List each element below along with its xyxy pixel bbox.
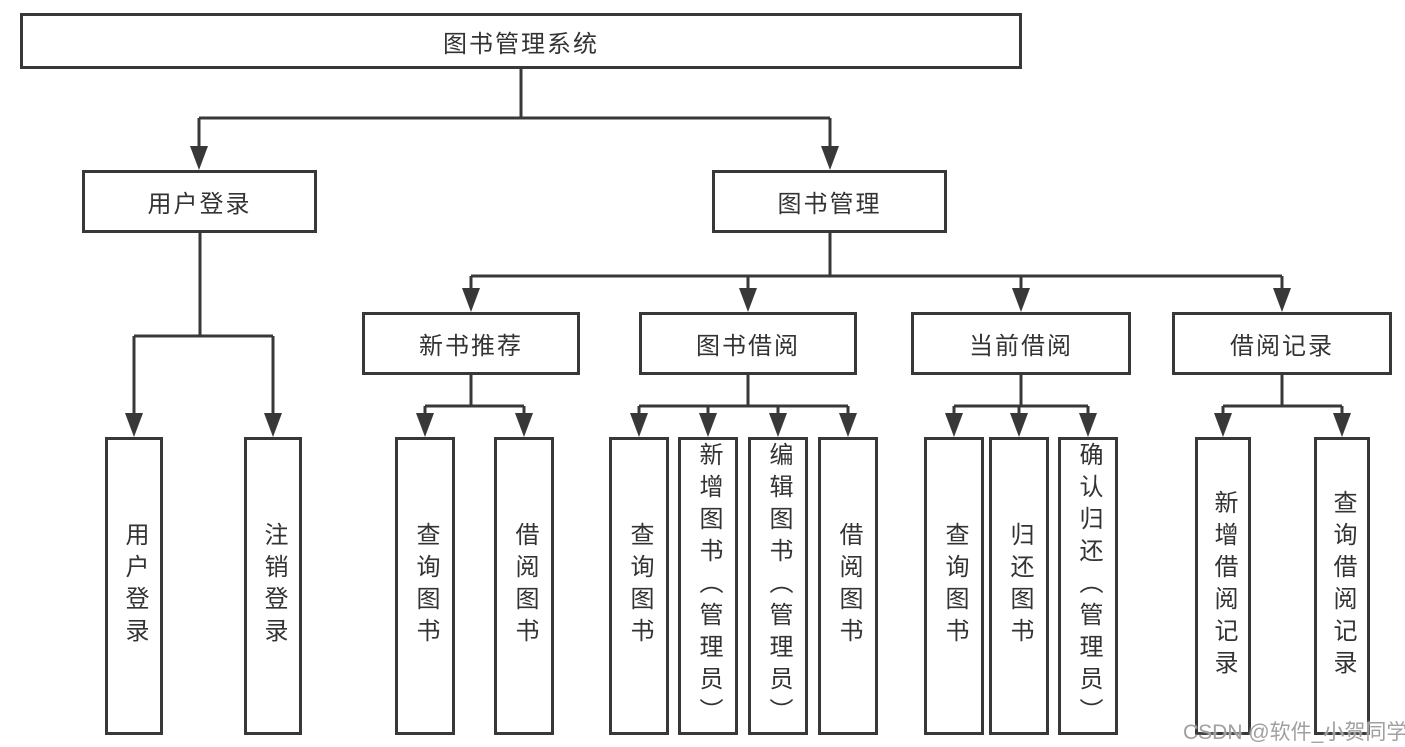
- leaf-label: 注销登录: [260, 522, 287, 650]
- node-borrow-records: 借阅记录: [1172, 312, 1392, 375]
- node-label: 图书管理系统: [443, 30, 599, 58]
- leaf-label: 归还图书: [1006, 522, 1033, 650]
- arrowheads: [125, 146, 1351, 437]
- leaf-confirm-return-admin: 确认归还（管理员）: [1058, 437, 1118, 735]
- leaf-add-borrow-record: 新增借阅记录: [1195, 437, 1251, 735]
- leaf-label: 查询图书: [941, 522, 968, 650]
- leaf-label: 借阅图书: [511, 522, 538, 650]
- leaf-label: 新增图书（管理员）: [695, 442, 722, 730]
- node-label: 当前借阅: [969, 333, 1073, 360]
- leaf-recommend-borrow-books: 借阅图书: [494, 437, 554, 735]
- leaf-recommend-query-books: 查询图书: [395, 437, 455, 735]
- node-label: 用户登录: [147, 191, 252, 218]
- node-book-management: 图书管理: [712, 170, 947, 233]
- leaf-label: 借阅图书: [835, 522, 862, 650]
- node-label: 借阅记录: [1230, 333, 1334, 360]
- leaf-label: 确认归还（管理员）: [1075, 442, 1102, 730]
- node-label: 图书管理: [777, 191, 882, 218]
- node-label: 图书借阅: [696, 333, 800, 360]
- node-label: 新书推荐: [419, 333, 523, 360]
- leaf-logout: 注销登录: [244, 437, 302, 735]
- leaf-edit-books-admin: 编辑图书（管理员）: [748, 437, 808, 735]
- leaf-label: 编辑图书（管理员）: [765, 442, 792, 730]
- leaf-label: 查询借阅记录: [1329, 490, 1356, 682]
- leaf-user-login: 用户登录: [105, 437, 163, 735]
- leaf-label: 用户登录: [121, 522, 148, 650]
- leaf-label: 新增借阅记录: [1210, 490, 1237, 682]
- leaf-borrow-books: 借阅图书: [818, 437, 878, 735]
- leaf-current-query-books: 查询图书: [924, 437, 984, 735]
- leaf-borrow-query-books: 查询图书: [609, 437, 669, 735]
- node-new-book-recommend: 新书推荐: [362, 312, 580, 375]
- node-library-system: 图书管理系统: [20, 13, 1022, 69]
- node-current-borrow: 当前借阅: [911, 312, 1131, 375]
- node-user-login: 用户登录: [82, 170, 317, 233]
- leaf-return-books: 归还图书: [989, 437, 1049, 735]
- leaf-add-books-admin: 新增图书（管理员）: [678, 437, 738, 735]
- node-book-borrow: 图书借阅: [639, 312, 857, 375]
- leaf-label: 查询图书: [412, 522, 439, 650]
- csdn-watermark: CSDN @软件_小贺同学: [1183, 721, 1405, 744]
- leaf-query-borrow-record: 查询借阅记录: [1314, 437, 1370, 735]
- leaf-label: 查询图书: [626, 522, 653, 650]
